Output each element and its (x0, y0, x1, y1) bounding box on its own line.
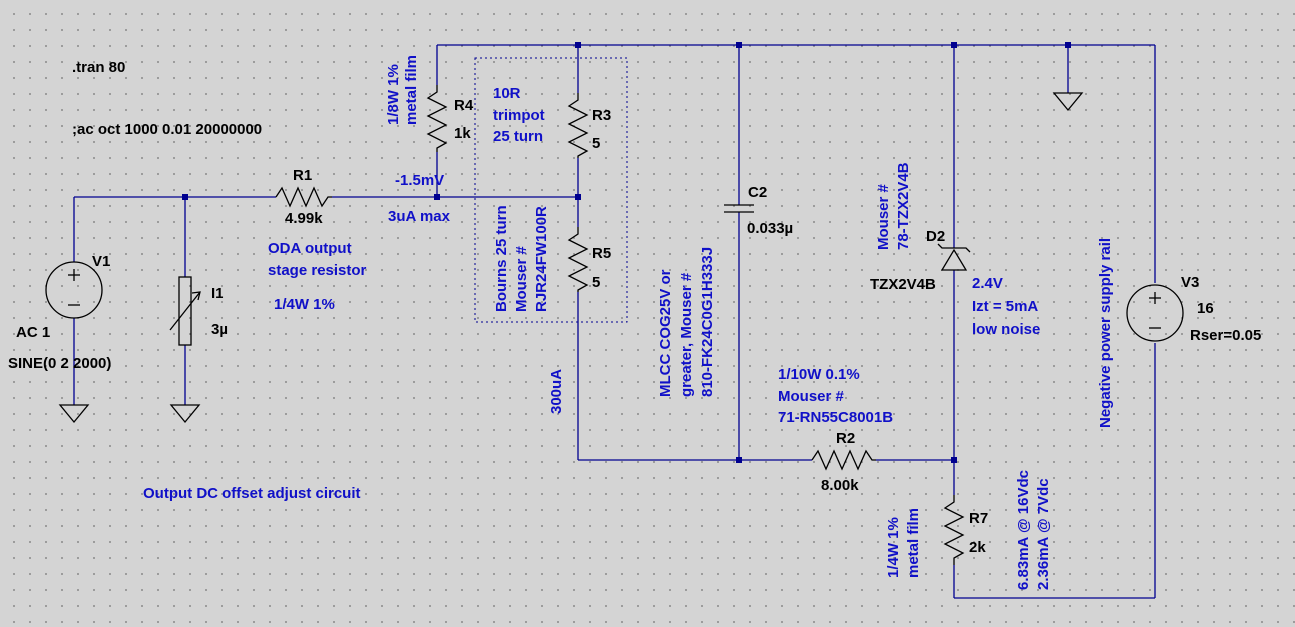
trimpot-note-line2: trimpot (493, 107, 545, 124)
r7-name: R7 (969, 510, 988, 527)
svg-text:1/8W 1%: 1/8W 1% (385, 64, 402, 125)
r4-value: 1k (454, 125, 471, 142)
trimpot-note-line1: 10R (493, 85, 521, 102)
offset-voltage-note: -1.5mV (395, 172, 444, 189)
capacitor-symbol (724, 204, 754, 213)
r2-value: 8.00k (821, 477, 859, 494)
r7-current-note: 6.83mA @ 16Vdc 2.36mA @ 7Vdc (1015, 470, 1052, 590)
svg-text:metal film: metal film (403, 55, 420, 125)
r5-value: 5 (592, 274, 600, 291)
svg-text:6.83mA @ 16Vdc: 6.83mA @ 16Vdc (1015, 470, 1032, 590)
d2-mouser-note: Mouser # 78-TZX2V4B (875, 162, 912, 250)
r3-value: 5 (592, 135, 600, 152)
r4-spec-note: 1/8W 1% metal film (385, 55, 420, 125)
svg-text:Mouser #: Mouser # (875, 183, 892, 250)
svg-text:78-TZX2V4B: 78-TZX2V4B (895, 162, 912, 250)
trimpot-box (474, 57, 628, 323)
zener-diode-symbol (937, 243, 971, 271)
r5-name: R5 (592, 245, 611, 262)
svg-text:1/4W 1%: 1/4W 1% (885, 517, 902, 578)
r7-value: 2k (969, 539, 986, 556)
bourns-note: Bourns 25 turn Mouser # RJR24FW100R (493, 205, 550, 312)
v3-value: 16 (1197, 300, 1214, 317)
voltage-source-symbol (45, 261, 103, 319)
svg-text:Negative power supply rail: Negative power supply rail (1097, 238, 1114, 428)
d2-value: TZX2V4B (870, 276, 936, 293)
svg-text:RJR24FW100R: RJR24FW100R (533, 206, 550, 312)
r4-name: R4 (454, 97, 474, 114)
current-source-symbol (169, 276, 201, 346)
r1-name: R1 (293, 167, 312, 184)
v3-name: V3 (1181, 274, 1199, 291)
v1-value: SINE(0 2 2000) (8, 355, 111, 372)
i1-value: 3µ (211, 321, 228, 338)
c2-value: 0.033µ (747, 220, 793, 237)
r2-name: R2 (836, 430, 855, 447)
max-current-note: 3uA max (388, 208, 451, 225)
ground-symbol (1052, 92, 1084, 112)
ground-symbol (169, 404, 201, 424)
mlcc-note: MLCC COG25V or greater, Mouser # 810-FK2… (657, 247, 716, 397)
r1-value: 4.99k (285, 210, 323, 227)
svg-text:300uA: 300uA (548, 369, 565, 414)
i1-name: I1 (211, 285, 224, 302)
junction-dots (182, 42, 1071, 463)
resistor-symbol (275, 186, 332, 208)
resistor-symbol (811, 449, 876, 471)
v1-ac: AC 1 (16, 324, 50, 341)
svg-text:2.36mA @ 7Vdc: 2.36mA @ 7Vdc (1035, 478, 1052, 590)
r2-spec-line1: 1/10W 0.1% (778, 366, 860, 383)
r2-spec-line3: 71-RN55C8001B (778, 409, 893, 426)
caption: Output DC offset adjust circuit (143, 485, 361, 502)
zener-note-line2: Izt = 5mA (972, 298, 1038, 315)
zener-note-line3: low noise (972, 321, 1040, 338)
c2-name: C2 (748, 184, 767, 201)
r2-spec-line2: Mouser # (778, 388, 845, 405)
r1-power-note: 1/4W 1% (274, 296, 335, 313)
resistor-symbol (567, 93, 589, 158)
zener-note-line1: 2.4V (972, 275, 1003, 292)
svg-text:Bourns 25 turn: Bourns 25 turn (493, 205, 510, 312)
oda-note-line2: stage resistor (268, 262, 367, 279)
svg-text:greater, Mouser #: greater, Mouser # (678, 272, 695, 397)
voltage-source-symbol (1126, 284, 1184, 342)
resistor-symbol (567, 227, 589, 292)
trimpot-note-line3: 25 turn (493, 128, 543, 145)
oda-note-line1: ODA output (268, 240, 352, 257)
v1-name: V1 (92, 253, 110, 270)
rail-note: Negative power supply rail (1097, 238, 1114, 428)
resistor-symbol (943, 495, 965, 565)
svg-text:MLCC COG25V or: MLCC COG25V or (657, 269, 674, 397)
svg-text:metal film: metal film (905, 508, 922, 578)
current-300-note: 300uA (548, 369, 565, 414)
wires (73, 44, 1156, 599)
r3-name: R3 (592, 107, 611, 124)
resistor-symbol (426, 85, 448, 152)
v3-rser: Rser=0.05 (1190, 327, 1261, 344)
svg-text:Mouser #: Mouser # (513, 245, 530, 312)
svg-text:810-FK24C0G1H333J: 810-FK24C0G1H333J (699, 247, 716, 397)
d2-name: D2 (926, 228, 945, 245)
ground-symbol (58, 404, 90, 424)
r7-spec-note: 1/4W 1% metal film (885, 508, 922, 578)
ac-directive: ;ac oct 1000 0.01 20000000 (72, 121, 262, 138)
tran-directive: .tran 80 (72, 59, 125, 76)
